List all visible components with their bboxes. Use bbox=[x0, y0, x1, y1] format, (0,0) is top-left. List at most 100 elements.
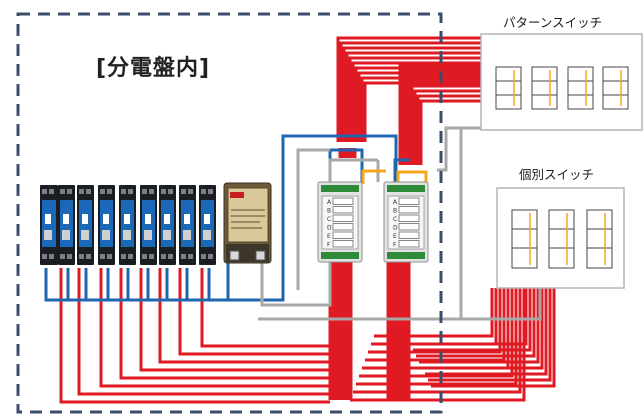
pattern-switch-plate bbox=[602, 66, 629, 110]
terminal-screw bbox=[142, 189, 147, 194]
relay-button-label: B bbox=[393, 208, 397, 215]
relay-button bbox=[332, 231, 354, 239]
blue-wire bbox=[393, 158, 410, 182]
red-wire bbox=[416, 288, 536, 358]
relay-button bbox=[398, 197, 420, 205]
relay-terminal-strip bbox=[387, 185, 425, 192]
relay-terminal-strip bbox=[321, 252, 359, 259]
breaker-toggle bbox=[82, 214, 88, 224]
red-wire bbox=[407, 79, 481, 165]
terminal-screw bbox=[121, 189, 126, 194]
grey-wire bbox=[296, 148, 330, 290]
terminal-screw bbox=[42, 254, 47, 259]
pattern-switch-plate bbox=[531, 66, 558, 110]
grey-wire bbox=[258, 288, 542, 321]
relay-button bbox=[332, 206, 354, 214]
red-wire bbox=[374, 288, 494, 338]
breaker-toggle bbox=[124, 214, 130, 224]
red-wire bbox=[119, 268, 339, 380]
blue-wire bbox=[44, 134, 398, 302]
terminal-screw bbox=[181, 254, 186, 259]
terminal-screw bbox=[181, 189, 186, 194]
red-wire bbox=[354, 66, 481, 142]
relay-button-label: D bbox=[393, 225, 398, 232]
red-wire bbox=[365, 288, 506, 362]
red-wire bbox=[178, 268, 348, 356]
relay-button-label: D bbox=[327, 225, 332, 232]
breaker-toggle bbox=[164, 214, 170, 224]
relay-button bbox=[332, 223, 354, 231]
terminal-screw bbox=[149, 189, 154, 194]
terminal-screw bbox=[161, 189, 166, 194]
red-wire bbox=[422, 288, 544, 370]
relay-button bbox=[398, 214, 420, 222]
pattern-switch-plate bbox=[495, 66, 522, 110]
terminal-screw bbox=[100, 189, 105, 194]
relay-button-label: A bbox=[327, 199, 332, 206]
relay-button-label: E bbox=[393, 233, 397, 240]
relay-button bbox=[398, 223, 420, 231]
terminal-screw bbox=[229, 250, 240, 261]
pattern-switch-label: パターンスイッチ bbox=[503, 15, 603, 30]
terminal-screw bbox=[79, 254, 84, 259]
transformer bbox=[223, 182, 272, 264]
individual-switch-plate bbox=[548, 209, 575, 269]
red-wire bbox=[351, 61, 481, 142]
breaker-toggle bbox=[103, 214, 109, 224]
red-wire bbox=[336, 36, 481, 142]
terminal-screw bbox=[201, 254, 206, 259]
terminal-screw bbox=[208, 254, 213, 259]
terminal-screw bbox=[255, 250, 266, 261]
relay-button-label: E bbox=[327, 233, 331, 240]
terminal-screw bbox=[100, 254, 105, 259]
terminal-screw bbox=[60, 189, 65, 194]
terminal-screw bbox=[128, 189, 133, 194]
terminal-screw bbox=[208, 189, 213, 194]
breaker-label bbox=[144, 230, 152, 240]
pattern-switch-plate bbox=[567, 66, 594, 110]
red-wire bbox=[413, 288, 532, 352]
relay-button-label: C bbox=[327, 216, 331, 223]
relay-button-label: C bbox=[393, 216, 397, 223]
red-wire bbox=[431, 288, 556, 388]
blue-wire-group bbox=[44, 134, 410, 302]
blue-wire bbox=[106, 268, 113, 302]
blue-wire bbox=[84, 268, 91, 302]
terminal-screw bbox=[49, 254, 54, 259]
red-wire bbox=[368, 288, 502, 354]
blue-wire bbox=[165, 268, 172, 302]
individual-switch-plate bbox=[511, 209, 538, 269]
blue-wire bbox=[126, 268, 133, 302]
terminal-screw bbox=[128, 254, 133, 259]
red-wire bbox=[339, 41, 481, 142]
red-wire bbox=[59, 268, 330, 404]
terminal-screw bbox=[67, 254, 72, 259]
terminal-screw bbox=[67, 189, 72, 194]
relay-button-label: F bbox=[393, 242, 397, 249]
terminal-screw bbox=[168, 189, 173, 194]
terminal-screw bbox=[60, 254, 65, 259]
breaker-toggle bbox=[63, 214, 69, 224]
breaker-array bbox=[40, 185, 216, 265]
breaker-toggle bbox=[45, 214, 51, 224]
blue-wire bbox=[66, 268, 73, 302]
individual-switch-plate bbox=[586, 209, 613, 269]
individual-switch-label: 個別スイッチ bbox=[519, 167, 595, 182]
relay-button bbox=[398, 231, 420, 239]
red-wire bbox=[428, 288, 552, 382]
breaker-label bbox=[163, 230, 171, 240]
orange-wire bbox=[396, 170, 428, 186]
terminal-screw bbox=[142, 254, 147, 259]
red-wire bbox=[416, 94, 481, 165]
red-wire bbox=[413, 89, 481, 165]
breaker-label bbox=[62, 230, 70, 240]
relay-terminal-strip bbox=[321, 185, 359, 192]
terminal-screw bbox=[161, 254, 166, 259]
relay-button bbox=[332, 214, 354, 222]
red-wire bbox=[77, 268, 333, 396]
breaker-label bbox=[123, 230, 131, 240]
orange-wire bbox=[361, 169, 386, 184]
panel-label: [分電盤内] bbox=[96, 56, 211, 81]
terminal-screw bbox=[168, 254, 173, 259]
